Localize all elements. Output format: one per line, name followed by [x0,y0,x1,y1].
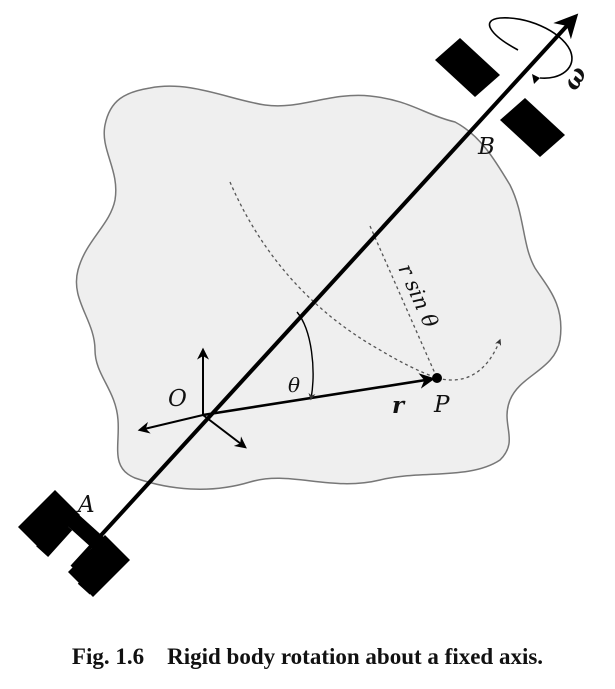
frame-axis-right-down [202,414,247,449]
label-omega: ω [556,61,593,95]
label-r-vector: r [392,392,406,419]
figure-caption: Fig. 1.6 Rigid body rotation about a fix… [71,644,544,669]
bearing-b-block-lower [500,98,565,157]
label-b: B [477,134,495,160]
label-theta: θ [288,373,300,397]
rigid-body-shape [75,85,562,490]
label-o: O [168,386,187,412]
label-p: P [433,392,450,418]
label-a: A [76,492,95,518]
perpendicular-distance-line [369,225,438,379]
rotation-path-continuation [436,338,502,381]
rotation-path-arc [229,181,438,379]
bearing-a-block-lower [68,535,130,597]
bearing-a-block-upper [18,490,80,552]
rotation-axis [70,13,579,569]
position-vector-r [202,373,436,417]
theta-angle-arc [296,311,316,401]
bearing-b-block-upper [435,38,500,97]
point-p [432,373,442,383]
frame-axis-left [137,414,204,434]
rotation-indicator [488,17,573,84]
